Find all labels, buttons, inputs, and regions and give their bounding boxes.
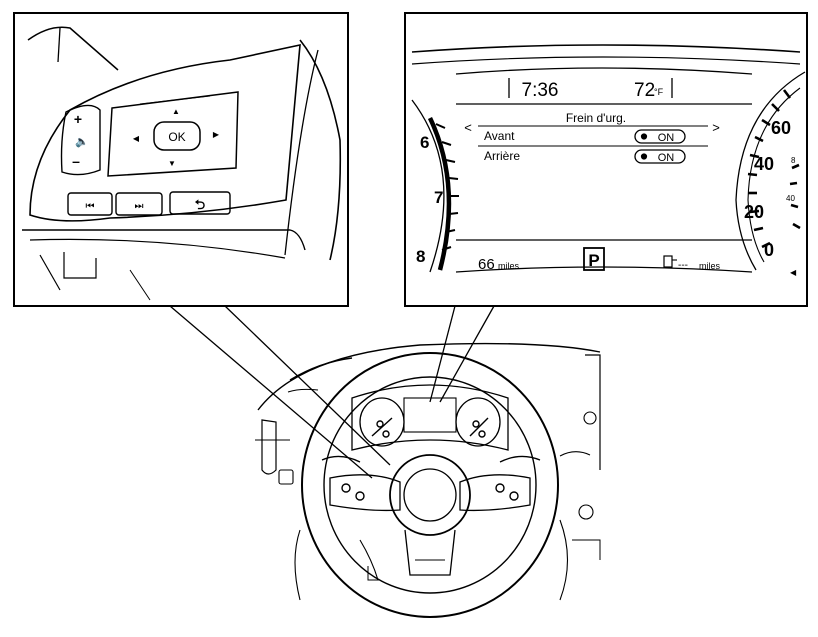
toggle-state-front: ON (658, 132, 675, 144)
display-callout-box (404, 12, 808, 307)
speed-label-40: 40 (754, 154, 774, 174)
left-arrow-icon: ◀ (133, 134, 140, 143)
dashboard-overview (255, 342, 601, 618)
ok-button-label: OK (168, 130, 185, 144)
back-icon: ⮌ (195, 197, 206, 212)
meter-display-text: 7:36 72 °F Frein d'urg. < > Avant Arrièr… (416, 80, 797, 277)
odometer-value: 66 (478, 256, 495, 273)
speed-label-60: 60 (771, 118, 791, 138)
speedometer-ticks (747, 89, 801, 249)
controls-callout-box (13, 12, 349, 307)
odometer-unit: miles (498, 261, 520, 271)
up-arrow-icon: ▲ (172, 107, 180, 116)
nav-left-arrow-icon: < (464, 120, 472, 135)
meter-cluster-illustration (411, 44, 806, 273)
kmh-label-80: 8 (791, 156, 796, 165)
scroll-arrow-icon: ◀ (790, 268, 797, 277)
tachometer-ticks (435, 123, 459, 251)
volume-down-label: – (72, 153, 80, 169)
toggle-state-rear: ON (658, 152, 675, 164)
fuel-range-unit: miles (699, 261, 721, 271)
outside-temperature: 72 (634, 80, 655, 101)
tach-label-8: 8 (416, 247, 425, 266)
next-track-icon: ⏭ (135, 201, 144, 212)
volume-up-label: + (74, 111, 82, 127)
temperature-unit: °F (654, 87, 664, 97)
down-arrow-icon: ▼ (168, 159, 176, 168)
speed-label-0: 0 (764, 240, 774, 260)
setting-row-label-rear: Arrière (484, 149, 520, 163)
fuel-range-value: --- (678, 260, 688, 271)
right-arrow-icon: ▶ (213, 130, 220, 139)
tach-label-6: 6 (420, 133, 429, 152)
mute-icon: 🔈 (75, 136, 89, 148)
gear-indicator: P (588, 251, 599, 270)
tach-label-7: 7 (434, 188, 443, 207)
callout-lines (169, 305, 495, 479)
speed-label-20: 20 (744, 202, 764, 222)
kmh-label-40: 40 (786, 194, 795, 203)
menu-title: Frein d'urg. (566, 111, 626, 125)
steering-switch-illustration (22, 26, 342, 301)
previous-track-icon: ⏮ (86, 201, 95, 212)
clock-time: 7:36 (522, 80, 559, 101)
nav-right-arrow-icon: > (712, 120, 720, 135)
setting-row-label-front: Avant (484, 129, 515, 143)
steering-switch-labels: + 🔈 – ▲ ▼ ◀ ▶ OK ⏮ ⏭ ⮌ (72, 107, 220, 212)
